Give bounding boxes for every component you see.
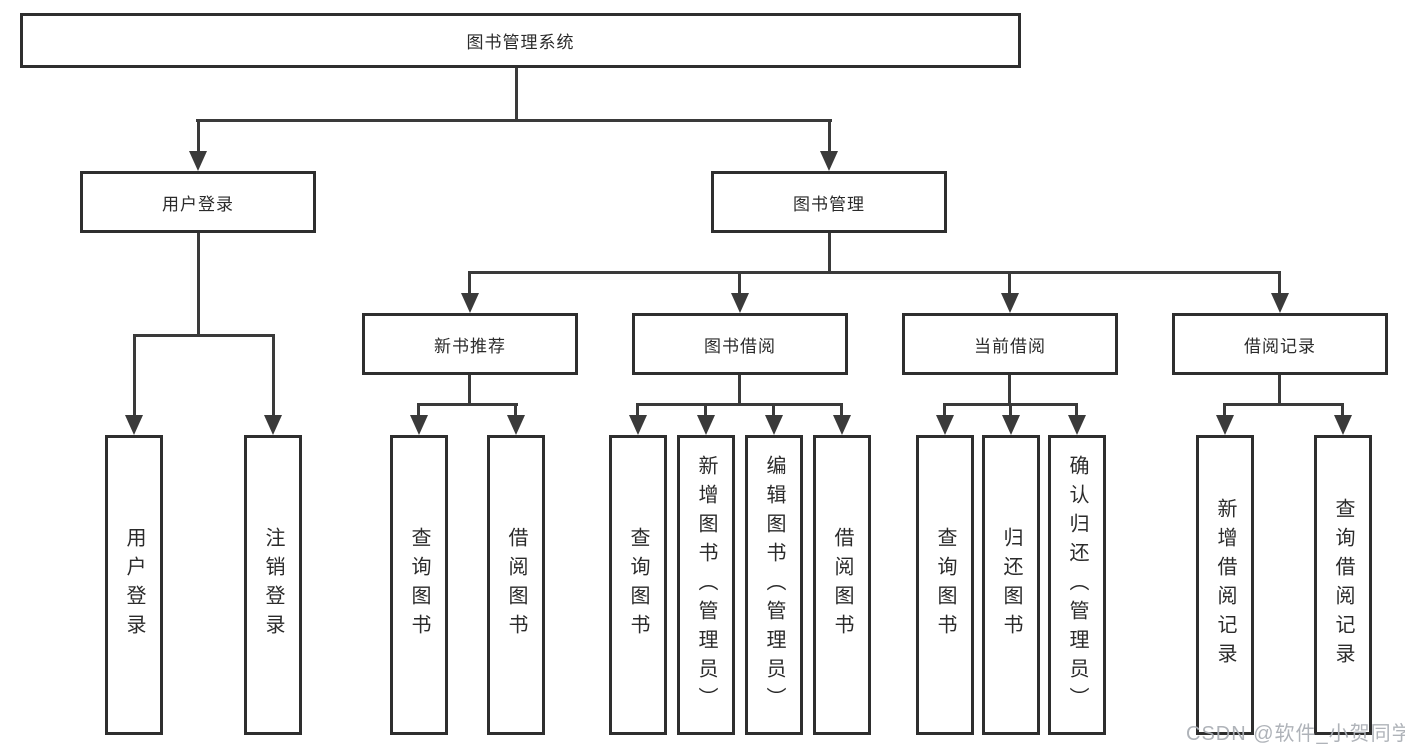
connector-line xyxy=(133,334,136,417)
node-label: 借阅图书 xyxy=(831,527,853,643)
leaf-edit-books-admin: 编辑图书（管理员） xyxy=(745,435,803,735)
arrowhead-icon xyxy=(1271,293,1289,313)
arrowhead-icon xyxy=(461,293,479,313)
connector-line xyxy=(1278,375,1281,406)
arrowhead-icon xyxy=(125,415,143,435)
node-label: 用户登录 xyxy=(123,527,145,643)
arrowhead-icon xyxy=(765,415,783,435)
node-label: 归还图书 xyxy=(1000,527,1022,643)
leaf-user-login: 用户登录 xyxy=(105,435,163,735)
arrowhead-icon xyxy=(697,415,715,435)
leaf-query-borrow-record: 查询借阅记录 xyxy=(1314,435,1372,735)
connector-line xyxy=(1075,403,1078,417)
node-label: 编辑图书（管理员） xyxy=(763,454,785,716)
connector-line xyxy=(738,271,741,295)
arrowhead-icon xyxy=(507,415,525,435)
connector-line xyxy=(417,403,518,406)
leaf-borrow-books: 借阅图书 xyxy=(813,435,871,735)
connector-line xyxy=(197,119,200,153)
arrowhead-icon xyxy=(264,415,282,435)
leaf-return-books: 归还图书 xyxy=(982,435,1040,735)
connector-line xyxy=(417,403,420,417)
node-label: 图书借阅 xyxy=(704,336,776,356)
node-label: 借阅记录 xyxy=(1244,336,1316,356)
node-new-book-recommend: 新书推荐 xyxy=(362,313,578,375)
node-label: 图书管理系统 xyxy=(466,33,575,52)
node-label: 新增借阅记录 xyxy=(1214,498,1236,672)
arrowhead-icon xyxy=(731,293,749,313)
leaf-add-books-admin: 新增图书（管理员） xyxy=(677,435,735,735)
connector-line xyxy=(828,119,831,153)
connector-line xyxy=(133,334,275,337)
node-label: 当前借阅 xyxy=(974,336,1046,356)
connector-line xyxy=(515,68,518,121)
arrowhead-icon xyxy=(1068,415,1086,435)
node-borrowing-records: 借阅记录 xyxy=(1172,313,1388,375)
node-label: 查询借阅记录 xyxy=(1332,498,1354,672)
leaf-query-books-current: 查询图书 xyxy=(916,435,974,735)
connector-line xyxy=(468,375,471,406)
connector-line xyxy=(514,403,517,417)
node-label: 图书管理 xyxy=(793,194,865,214)
connector-line xyxy=(828,233,831,274)
arrowhead-icon xyxy=(1001,293,1019,313)
leaf-query-books-borrowing: 查询图书 xyxy=(609,435,667,735)
connector-line xyxy=(1009,403,1012,417)
connector-line xyxy=(468,271,1281,274)
leaf-add-borrow-record: 新增借阅记录 xyxy=(1196,435,1254,735)
node-book-borrowing: 图书借阅 xyxy=(632,313,848,375)
arrowhead-icon xyxy=(410,415,428,435)
arrowhead-icon xyxy=(629,415,647,435)
leaf-query-books-recommend: 查询图书 xyxy=(390,435,448,735)
node-current-borrowing: 当前借阅 xyxy=(902,313,1118,375)
node-label: 确认归还（管理员） xyxy=(1066,454,1088,716)
arrowhead-icon xyxy=(936,415,954,435)
arrowhead-icon xyxy=(189,151,207,171)
csdn-watermark: CSDN @软件_小贺同学 xyxy=(1186,723,1405,745)
node-user-login: 用户登录 xyxy=(80,171,316,233)
arrowhead-icon xyxy=(1002,415,1020,435)
node-label: 用户登录 xyxy=(162,194,234,214)
arrowhead-icon xyxy=(1216,415,1234,435)
connector-line xyxy=(636,403,843,406)
arrowhead-icon xyxy=(833,415,851,435)
connector-line xyxy=(272,334,275,417)
connector-line xyxy=(1341,403,1344,417)
connector-line xyxy=(636,403,639,417)
connector-line xyxy=(1223,403,1344,406)
arrowhead-icon xyxy=(820,151,838,171)
node-label: 查询图书 xyxy=(627,527,649,643)
node-label: 注销登录 xyxy=(262,527,284,643)
connector-line xyxy=(1278,271,1281,295)
arrowhead-icon xyxy=(1334,415,1352,435)
connector-line xyxy=(1008,271,1011,295)
connector-line xyxy=(772,403,775,417)
node-library-management-system: 图书管理系统 xyxy=(20,13,1021,68)
node-label: 新书推荐 xyxy=(434,336,506,356)
node-label: 查询图书 xyxy=(934,527,956,643)
connector-line xyxy=(1223,403,1226,417)
node-book-management: 图书管理 xyxy=(711,171,947,233)
connector-line xyxy=(197,233,200,337)
leaf-confirm-return-admin: 确认归还（管理员） xyxy=(1048,435,1106,735)
node-label: 查询图书 xyxy=(408,527,430,643)
connector-line xyxy=(943,403,946,417)
connector-line xyxy=(468,271,471,295)
node-label: 借阅图书 xyxy=(505,527,527,643)
connector-line xyxy=(840,403,843,417)
connector-line xyxy=(196,119,832,122)
node-label: 新增图书（管理员） xyxy=(695,454,717,716)
connector-line xyxy=(1008,375,1011,406)
leaf-borrow-books-recommend: 借阅图书 xyxy=(487,435,545,735)
connector-line xyxy=(704,403,707,417)
connector-line xyxy=(738,375,741,406)
leaf-logout: 注销登录 xyxy=(244,435,302,735)
